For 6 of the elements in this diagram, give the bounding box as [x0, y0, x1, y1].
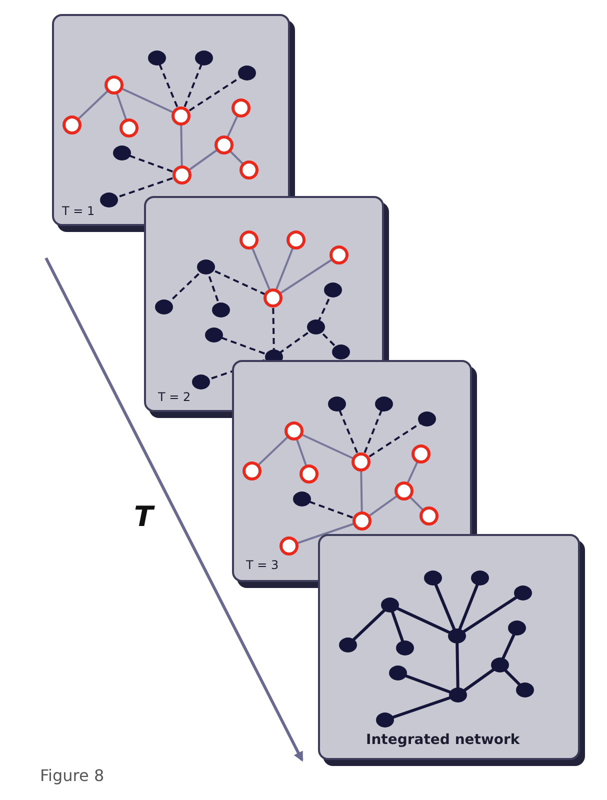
panel-label: T = 3 [246, 558, 279, 572]
panel-label: T = 1 [62, 204, 95, 218]
panel-label: Integrated network [366, 732, 520, 748]
figure-caption: Figure 8 [40, 766, 104, 785]
panel-label: T = 2 [158, 390, 191, 404]
time-axis-label: T [134, 500, 154, 533]
